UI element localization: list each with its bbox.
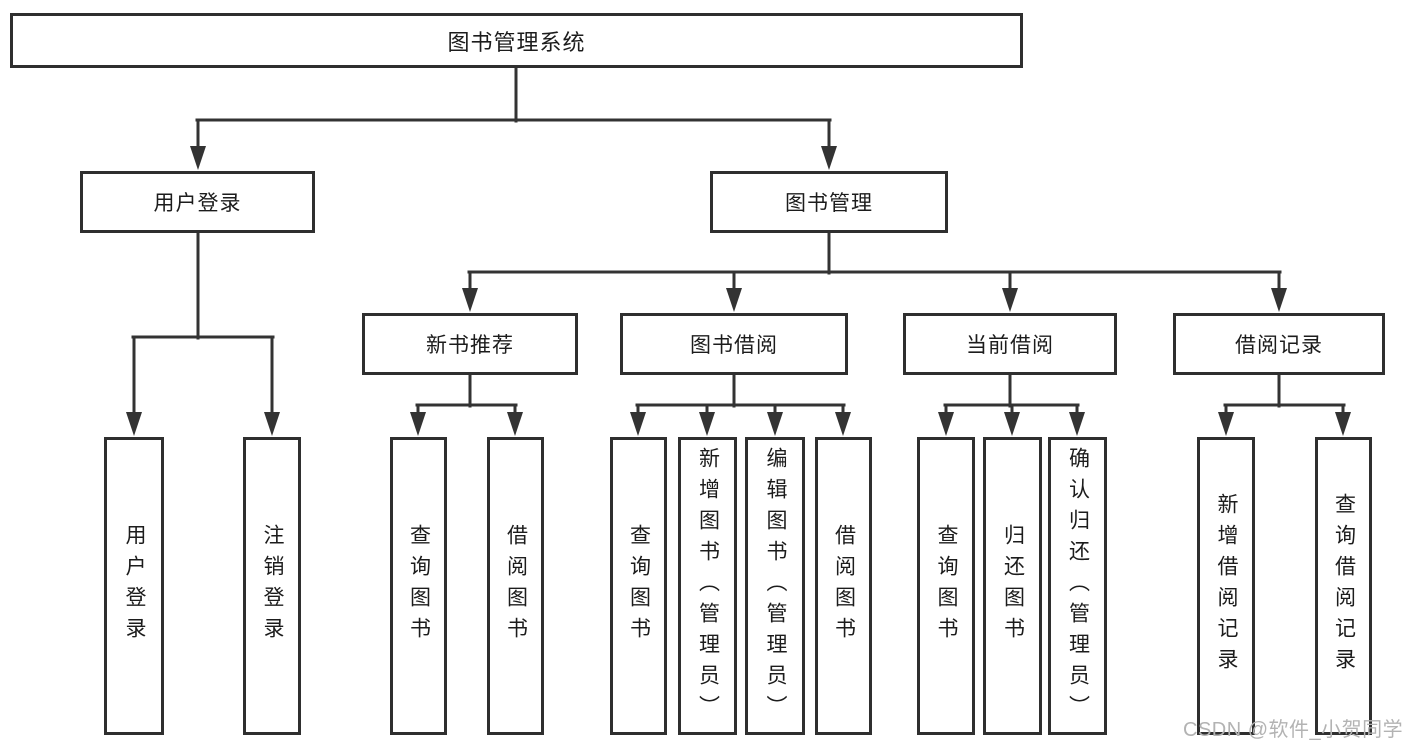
leaf-label: 注销登录 bbox=[261, 524, 285, 648]
leaf-add-borrow-record: 新增借阅记录 bbox=[1197, 437, 1255, 735]
leaf-label: 查询借阅记录 bbox=[1332, 493, 1356, 679]
leaf-label: 查询图书 bbox=[407, 524, 431, 648]
csdn-watermark: CSDN @软件_小贺同学 bbox=[1183, 719, 1404, 741]
arrowheads bbox=[126, 146, 1351, 436]
node-user-login: 用户登录 bbox=[80, 171, 315, 233]
node-root: 图书管理系统 bbox=[10, 13, 1023, 68]
node-book-management: 图书管理 bbox=[710, 171, 948, 233]
leaf-label: 新增借阅记录 bbox=[1215, 493, 1239, 679]
node-book-borrow: 图书借阅 bbox=[620, 313, 848, 375]
node-root-label: 图书管理系统 bbox=[447, 29, 586, 55]
leaf-label: 确认归还（管理员） bbox=[1066, 446, 1090, 726]
leaf-label: 查询图书 bbox=[935, 524, 959, 648]
leaf-label: 借阅图书 bbox=[504, 524, 528, 648]
leaf-label: 用户登录 bbox=[123, 524, 147, 648]
leaf-query-books-current: 查询图书 bbox=[917, 437, 975, 735]
leaf-query-books-recommend: 查询图书 bbox=[390, 437, 447, 735]
node-label: 新书推荐 bbox=[426, 334, 514, 357]
node-label: 图书借阅 bbox=[690, 334, 778, 357]
leaf-edit-book-admin: 编辑图书（管理员） bbox=[745, 437, 805, 735]
node-label: 图书管理 bbox=[785, 192, 873, 215]
leaf-logout: 注销登录 bbox=[243, 437, 301, 735]
leaf-label: 借阅图书 bbox=[832, 524, 856, 648]
leaf-confirm-return-admin: 确认归还（管理员） bbox=[1048, 437, 1107, 735]
leaf-borrow-books-recommend: 借阅图书 bbox=[487, 437, 544, 735]
leaf-add-book-admin: 新增图书（管理员） bbox=[678, 437, 737, 735]
leaf-label: 归还图书 bbox=[1001, 524, 1025, 648]
leaf-borrow-book: 借阅图书 bbox=[815, 437, 872, 735]
leaf-query-borrow-record: 查询借阅记录 bbox=[1315, 437, 1372, 735]
leaf-label: 查询图书 bbox=[627, 524, 651, 648]
leaf-label: 新增图书（管理员） bbox=[696, 446, 720, 726]
leaf-label: 编辑图书（管理员） bbox=[764, 446, 788, 726]
leaf-return-book: 归还图书 bbox=[983, 437, 1042, 735]
node-borrow-records: 借阅记录 bbox=[1173, 313, 1385, 375]
node-new-book-recommend: 新书推荐 bbox=[362, 313, 578, 375]
leaf-user-login: 用户登录 bbox=[104, 437, 164, 735]
node-current-borrow: 当前借阅 bbox=[903, 313, 1117, 375]
leaf-query-books-borrow: 查询图书 bbox=[610, 437, 667, 735]
node-label: 借阅记录 bbox=[1235, 334, 1323, 357]
node-label: 当前借阅 bbox=[966, 334, 1054, 357]
node-label: 用户登录 bbox=[153, 192, 242, 215]
